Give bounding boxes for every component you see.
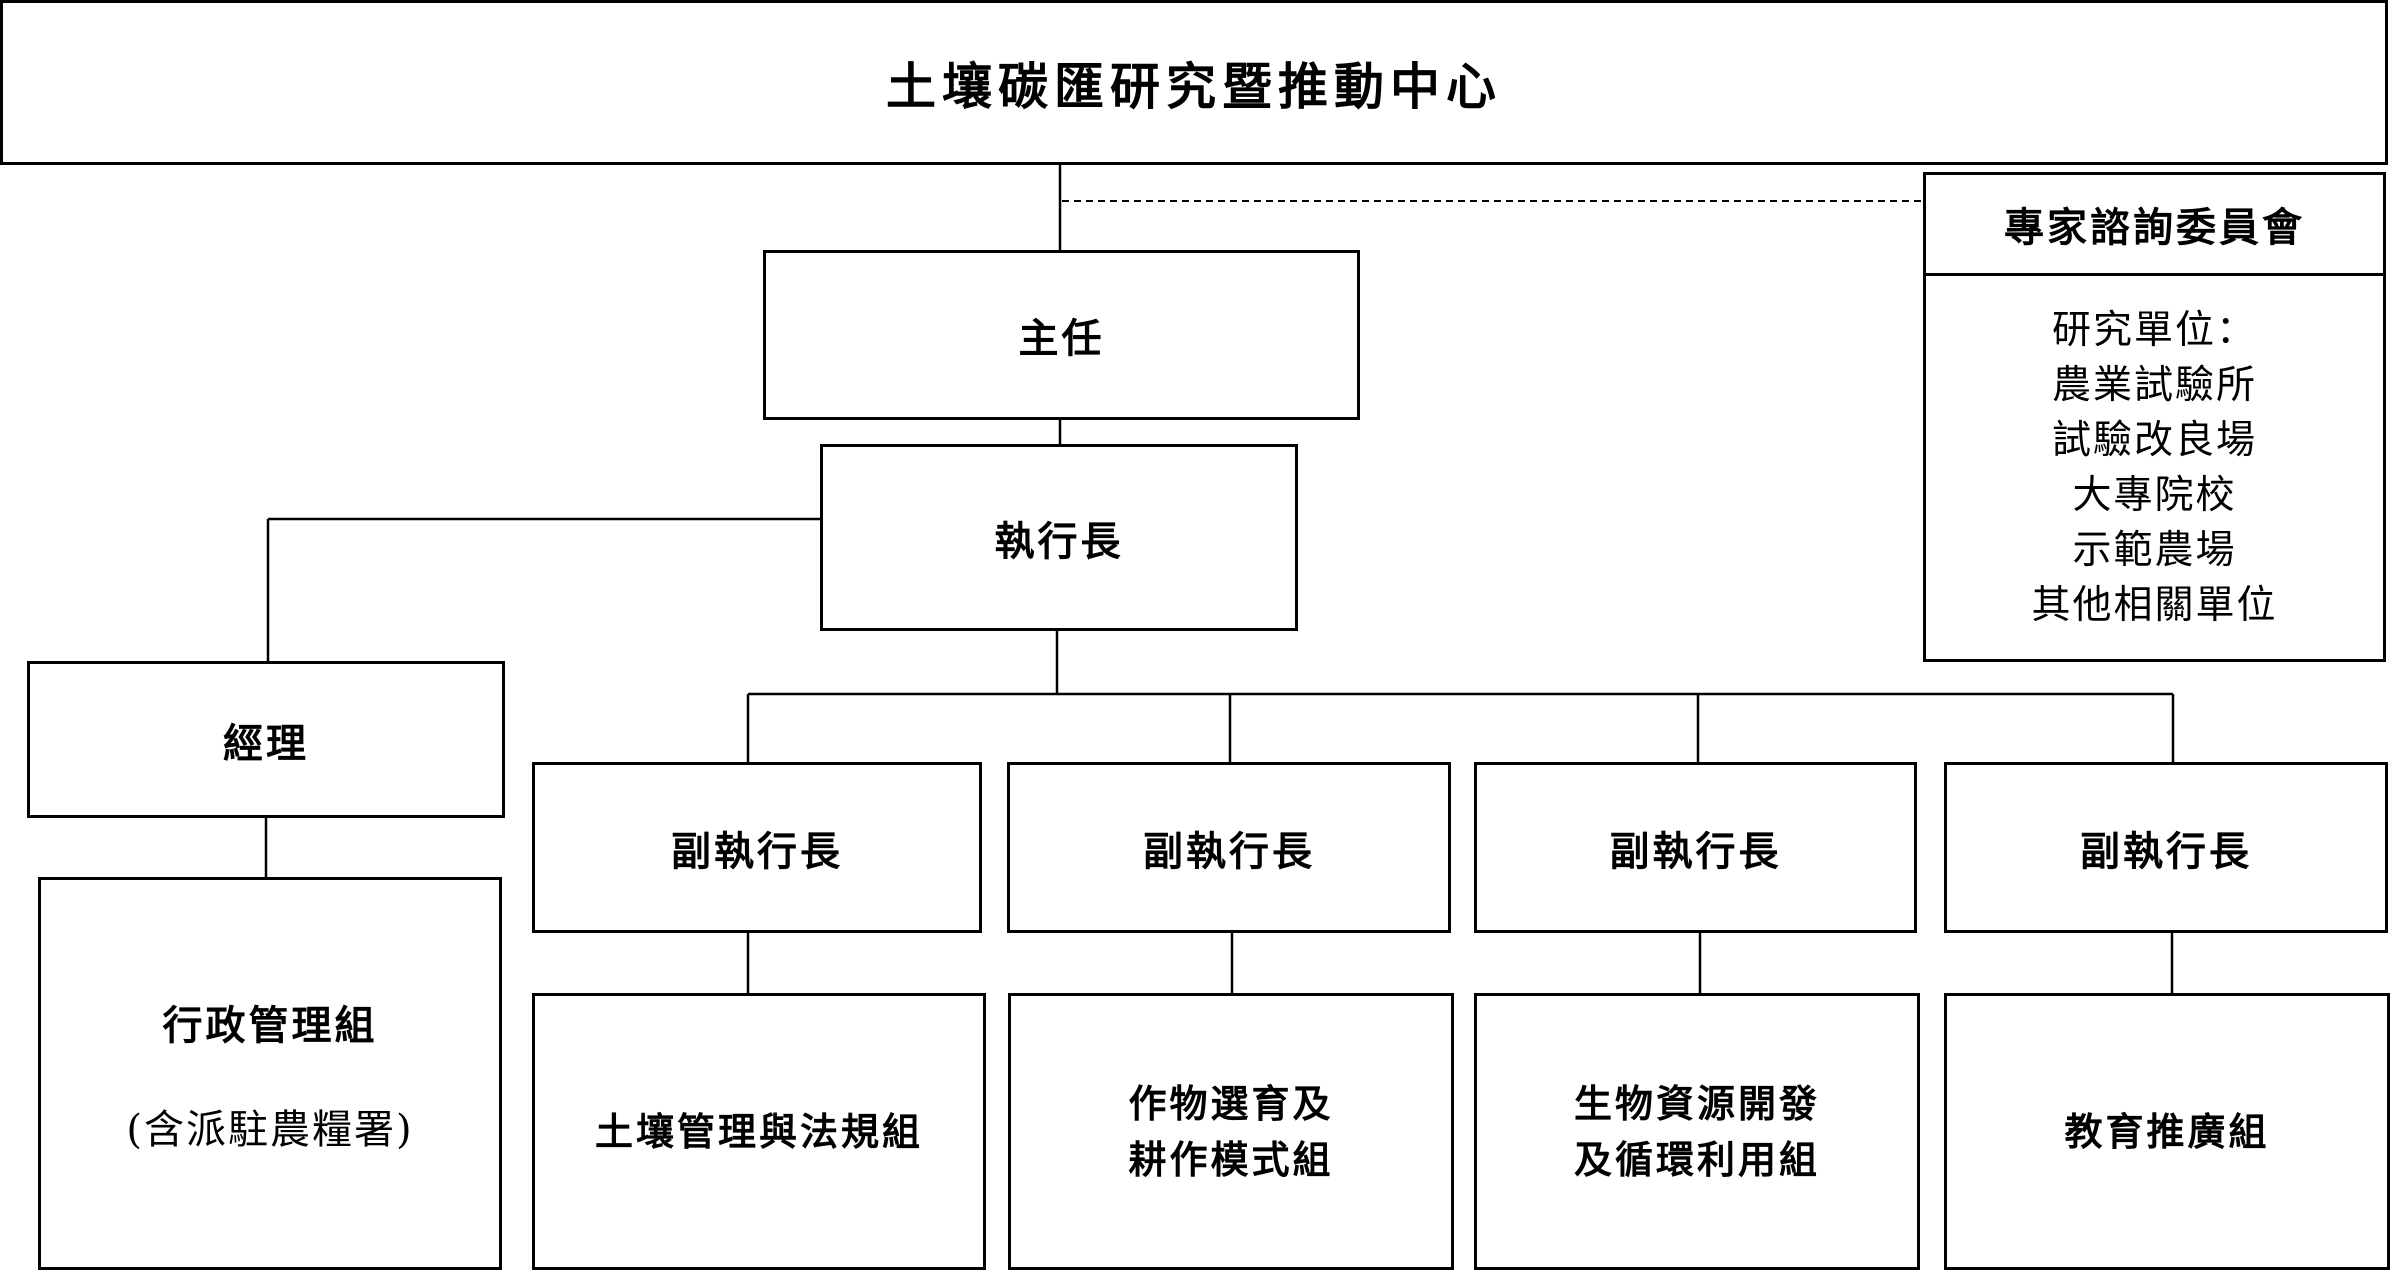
ceo-label: 執行長 [994, 517, 1124, 565]
deputy-ceo-box-2: 副執行長 [1007, 762, 1451, 933]
admin-division-box: 行政管理組 (含派駐農糧署) [38, 877, 502, 1270]
division-label-line1: 生物資源開發 [1573, 1080, 1820, 1126]
research-unit: 示範農場 [2072, 527, 2237, 573]
research-unit: 大專院校 [2072, 472, 2237, 518]
crop-breeding-division-box: 作物選育及 耕作模式組 [1008, 993, 1454, 1270]
director-box: 主任 [763, 250, 1360, 420]
deputy-ceo-label: 副執行長 [1143, 827, 1315, 875]
division-label-line2: 及循環利用組 [1573, 1136, 1820, 1182]
research-unit: 農業試驗所 [2051, 362, 2257, 408]
bioresource-division-box: 生物資源開發 及循環利用組 [1474, 993, 1920, 1270]
deputy-ceo-label: 副執行長 [1609, 827, 1782, 875]
manager-box: 經理 [27, 661, 505, 818]
deputy-ceo-label: 副執行長 [2080, 827, 2252, 875]
research-unit: 其他相關單位 [2031, 582, 2278, 628]
manager-label: 經理 [223, 719, 309, 767]
division-label-line1: 教育推廣組 [2064, 1108, 2270, 1154]
advisory-committee-title-box: 專家諮詢委員會 [1923, 172, 2386, 276]
research-units-heading: 研究單位： [2051, 307, 2257, 353]
research-units-box: 研究單位： 農業試驗所 試驗改良場 大專院校 示範農場 其他相關單位 [1923, 273, 2386, 662]
advisory-committee-title: 專家諮詢委員會 [2004, 204, 2305, 251]
division-label-line1: 土壤管理與法規組 [594, 1108, 923, 1154]
deputy-ceo-label: 副執行長 [671, 827, 843, 875]
division-label-line1: 作物選育及 [1128, 1080, 1334, 1126]
soil-management-division-box: 土壤管理與法規組 [532, 993, 986, 1270]
admin-division-label: 行政管理組 [162, 1001, 378, 1049]
research-unit: 試驗改良場 [2051, 417, 2257, 463]
center-title-box: 土壤碳匯研究暨推動中心 [0, 0, 2388, 165]
division-label-line2: 耕作模式組 [1128, 1136, 1334, 1182]
admin-division-note: (含派駐農糧署) [126, 1106, 414, 1153]
center-title: 土壤碳匯研究暨推動中心 [886, 56, 1502, 116]
deputy-ceo-box-1: 副執行長 [532, 762, 982, 933]
deputy-ceo-box-4: 副執行長 [1944, 762, 2388, 933]
education-division-box: 教育推廣組 [1944, 993, 2390, 1270]
director-label: 主任 [1018, 315, 1105, 362]
ceo-box: 執行長 [820, 444, 1298, 631]
deputy-ceo-box-3: 副執行長 [1474, 762, 1917, 933]
